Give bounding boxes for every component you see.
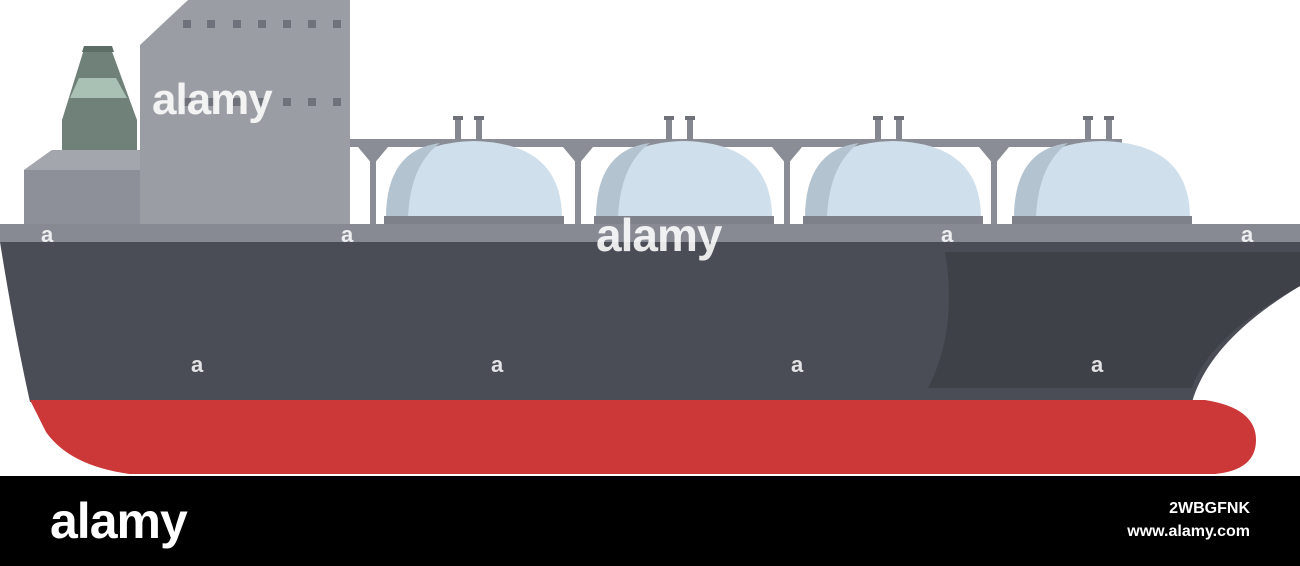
tank-bases xyxy=(384,216,1192,226)
watermark-mark: a xyxy=(791,352,803,377)
lng-tank-4 xyxy=(1014,116,1190,218)
bridge-tower xyxy=(140,0,350,226)
lng-tanker-ship-illustration xyxy=(0,0,1300,474)
lng-tank-1 xyxy=(386,116,562,218)
footer-logo: alamy xyxy=(50,493,188,549)
watermark-mark: a xyxy=(341,222,353,247)
watermark-mark: a xyxy=(41,222,53,247)
watermark-mark: a xyxy=(491,352,503,377)
ship-deck xyxy=(0,224,1300,242)
site-url-label: www.alamy.com xyxy=(1127,523,1250,540)
watermark-mark: a xyxy=(941,222,953,247)
watermark-mark: a xyxy=(1091,352,1103,377)
stock-footer-bar: alamy 2WBGFNK www.alamy.com xyxy=(0,476,1300,566)
watermark-logo-bridge: alamy xyxy=(152,75,273,124)
watermark-mark: a xyxy=(1241,222,1253,247)
pipe-rack xyxy=(350,139,1122,225)
image-id-label: 2WBGFNK xyxy=(1169,500,1250,517)
aft-superstructure-lower xyxy=(24,150,142,226)
watermark-logo-center: alamy xyxy=(596,209,722,261)
ship-keel xyxy=(30,400,1256,474)
ship-funnel xyxy=(62,46,137,150)
watermark-mark: a xyxy=(191,352,203,377)
lng-tank-3 xyxy=(805,116,981,218)
lng-tank-2 xyxy=(596,116,772,218)
ship-hull xyxy=(0,242,1300,402)
